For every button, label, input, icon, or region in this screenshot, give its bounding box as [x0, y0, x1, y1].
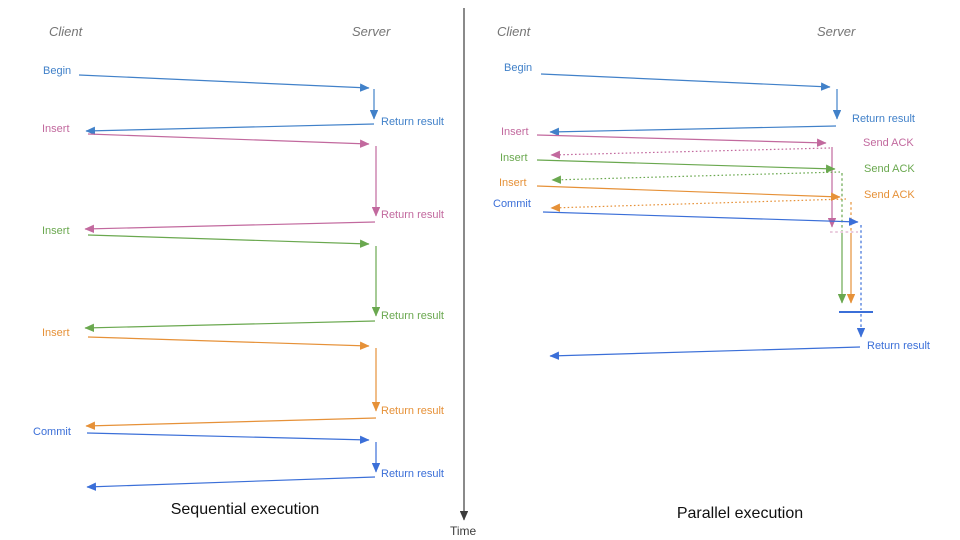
seq-insert2-result-label: Return result [381, 310, 444, 322]
par-begin-label: Begin [504, 62, 533, 74]
par-commit-result-label: Return result [867, 340, 930, 352]
seq-commit-result-label: Return result [381, 468, 444, 480]
seq-begin-label: Begin [43, 65, 72, 77]
par-begin-return-arrow [549, 125, 837, 137]
seq-insert3-label: Insert [42, 327, 70, 339]
time-axis-label: Time [450, 524, 477, 538]
par-insert1-ack-label: Send ACK [863, 137, 914, 149]
par-commit-request-arrow [542, 211, 859, 226]
sequential-execution-caption: Sequential execution [170, 501, 320, 518]
par-commit-return-arrow [549, 346, 861, 360]
seq-insert3-return-arrow [85, 417, 377, 430]
seq-begin-result-label: Return result [381, 116, 444, 128]
seq-insert2-label: Insert [42, 225, 70, 237]
par-begin-result-label: Return result [852, 113, 915, 125]
par-insert2-ack-arrow [551, 171, 841, 184]
par-insert1-request-arrow [536, 134, 827, 147]
parallel-execution-caption: Parallel execution [676, 505, 804, 522]
left-client-header: Client [49, 24, 83, 39]
par-insert3-ack-label: Send ACK [864, 189, 915, 201]
par-commit-label: Commit [493, 198, 531, 210]
right-client-header: Client [497, 24, 531, 39]
par-begin-request-arrow [540, 73, 831, 91]
seq-commit-label: Commit [33, 426, 71, 438]
seq-begin-return-arrow [85, 123, 375, 135]
seq-insert3-result-label: Return result [381, 405, 444, 417]
par-insert2-label: Insert [500, 152, 528, 164]
par-insert3-ack-arrow [550, 198, 847, 212]
seq-insert1-result-label: Return result [381, 209, 444, 221]
left-server-header: Server [352, 24, 391, 39]
seq-insert1-return-arrow [84, 221, 376, 233]
seq-insert2-return-arrow [84, 320, 376, 332]
seq-insert1-request-arrow [87, 133, 370, 148]
par-insert2-request-arrow [536, 159, 836, 173]
seq-insert2-request-arrow [87, 234, 370, 248]
seq-insert1-label: Insert [42, 123, 70, 135]
par-insert1-ack-arrow [550, 147, 831, 159]
par-insert3-label: Insert [499, 177, 527, 189]
par-insert2-ack-label: Send ACK [864, 163, 915, 175]
seq-commit-request-arrow [86, 432, 370, 444]
right-server-header: Server [817, 24, 856, 39]
par-insert1-label: Insert [501, 126, 529, 138]
seq-insert3-request-arrow [87, 336, 370, 350]
seq-begin-request-arrow [78, 74, 370, 92]
seq-commit-return-arrow [86, 476, 376, 491]
par-insert3-request-arrow [536, 185, 841, 201]
